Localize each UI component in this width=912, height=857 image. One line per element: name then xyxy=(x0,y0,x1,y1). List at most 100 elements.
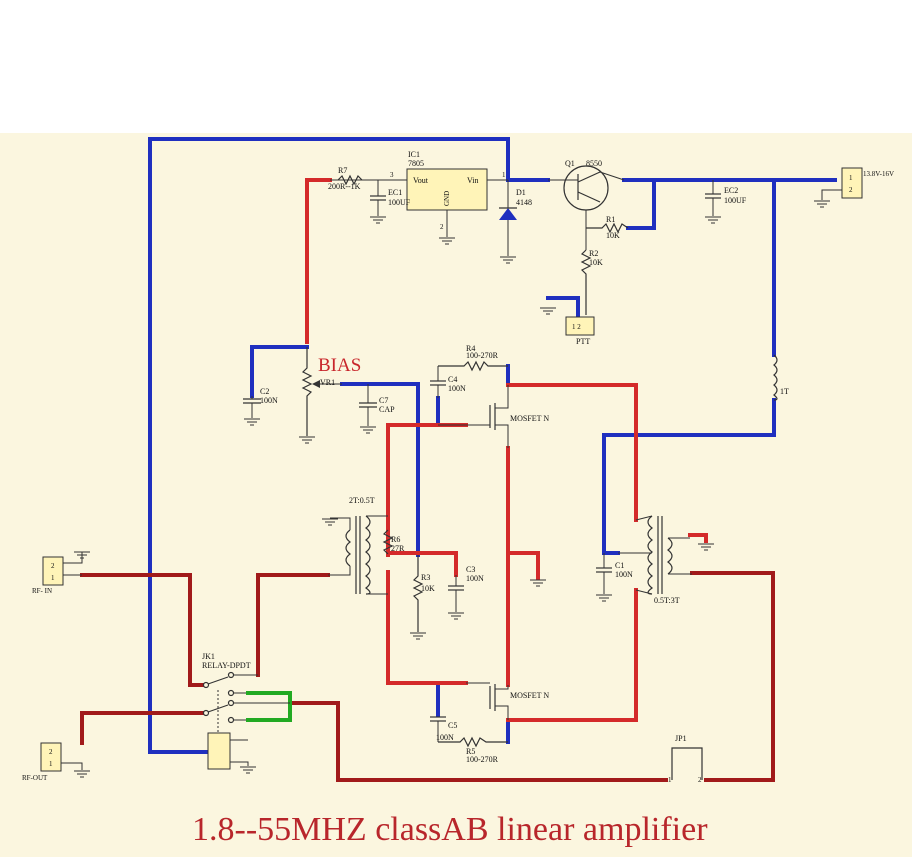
svg-text:CAP: CAP xyxy=(379,405,395,414)
c2-capacitor: C2 100N xyxy=(243,387,278,426)
svg-text:100-270R: 100-270R xyxy=(466,755,499,764)
r4-resistor: R4 100-270R xyxy=(438,344,508,372)
rf-out-connector[interactable]: 2 1 RF-OUT xyxy=(22,742,91,782)
svg-text:27R: 27R xyxy=(391,544,405,553)
svg-text:1: 1 xyxy=(502,171,506,179)
jk1-relay: JK1 RELAY-DPDT xyxy=(202,652,290,774)
svg-text:1 2: 1 2 xyxy=(572,323,581,331)
r6-resistor: R6 27R xyxy=(382,529,405,555)
svg-text:100N: 100N xyxy=(448,384,466,393)
vr1-potentiometer: VR1 xyxy=(298,347,342,444)
diagram-title: 1.8--55MHZ classAB linear amplifier xyxy=(192,811,708,848)
svg-text:100N: 100N xyxy=(615,570,633,579)
ic1-regulator: IC1 7805 Vout Vin GND 3 1 2 xyxy=(330,150,508,245)
svg-text:JK1: JK1 xyxy=(202,652,215,661)
t2-transformer: 0.5T:3T xyxy=(618,515,715,605)
svg-text:C5: C5 xyxy=(448,721,457,730)
svg-text:Vin: Vin xyxy=(467,176,479,185)
svg-text:200R--1K: 200R--1K xyxy=(328,182,361,191)
c3-capacitor: C3 100N xyxy=(447,565,484,620)
svg-text:R7: R7 xyxy=(338,166,347,175)
svg-text:10K: 10K xyxy=(421,584,435,593)
svg-text:VR1: VR1 xyxy=(320,378,335,387)
d1-diode: D1 4148 xyxy=(499,180,532,264)
t1-transformer: 2T:0.5T xyxy=(321,496,388,595)
wires-darkred xyxy=(80,571,775,782)
svg-text:R3: R3 xyxy=(421,573,430,582)
svg-text:0.5T:3T: 0.5T:3T xyxy=(654,596,680,605)
r5-resistor: R5 100-270R xyxy=(438,736,508,764)
mosfet-1: MOSFET N xyxy=(438,385,549,448)
c7-capacitor: C7 CAP xyxy=(359,384,395,434)
q1-transistor: Q1 8550 xyxy=(548,159,625,250)
mosfet-2: MOSFET N xyxy=(466,682,549,720)
ec2-capacitor: EC2 100UF xyxy=(704,180,747,224)
r7-resistor: R7 200R--1K xyxy=(328,166,363,191)
ec1-capacitor: EC1 100UF xyxy=(369,180,411,224)
svg-text:EC2: EC2 xyxy=(724,186,738,195)
svg-text:C7: C7 xyxy=(379,396,388,405)
svg-text:RF- IN: RF- IN xyxy=(32,587,52,595)
r1-resistor: R1 10K xyxy=(586,215,629,240)
svg-text:2: 2 xyxy=(49,748,53,756)
wires-green xyxy=(246,691,292,722)
r2-resistor: R2 10K xyxy=(580,249,603,315)
svg-text:100N: 100N xyxy=(260,396,278,405)
rf-in-connector[interactable]: 2 1 RF- IN xyxy=(32,551,91,595)
svg-text:RF-OUT: RF-OUT xyxy=(22,774,48,782)
svg-text:7805: 7805 xyxy=(408,159,424,168)
svg-text:1T: 1T xyxy=(780,387,789,396)
svg-text:EC1: EC1 xyxy=(388,188,402,197)
jp1-jumper[interactable]: JP1 1 2 xyxy=(668,734,703,784)
svg-text:C4: C4 xyxy=(448,375,457,384)
svg-text:C3: C3 xyxy=(466,565,475,574)
svg-text:C1: C1 xyxy=(615,561,624,570)
svg-text:1: 1 xyxy=(668,776,672,784)
svg-text:PTT: PTT xyxy=(576,337,590,346)
l1t-inductor: 1T xyxy=(773,354,789,401)
svg-text:1: 1 xyxy=(51,574,55,582)
ptt-connector[interactable]: 1 2 PTT xyxy=(539,307,595,346)
svg-text:Vout: Vout xyxy=(413,176,429,185)
svg-text:1: 1 xyxy=(849,174,853,182)
svg-text:C2: C2 xyxy=(260,387,269,396)
svg-text:10K: 10K xyxy=(606,231,620,240)
c4-capacitor: C4 100N xyxy=(430,366,466,398)
svg-text:R2: R2 xyxy=(589,249,598,258)
svg-text:100UF: 100UF xyxy=(388,198,411,207)
svg-text:8550: 8550 xyxy=(586,159,602,168)
svg-text:R1: R1 xyxy=(606,215,615,224)
power-connector[interactable]: 1 2 13.8V-16V xyxy=(813,167,894,208)
svg-text:10K: 10K xyxy=(589,258,603,267)
svg-text:13.8V-16V: 13.8V-16V xyxy=(863,170,894,178)
wires-red xyxy=(305,178,708,722)
svg-text:2: 2 xyxy=(440,223,444,231)
svg-text:2: 2 xyxy=(698,776,702,784)
ground-symbol xyxy=(529,579,547,587)
svg-text:D1: D1 xyxy=(516,188,526,197)
svg-text:100-270R: 100-270R xyxy=(466,351,499,360)
svg-text:MOSFET N: MOSFET N xyxy=(510,414,549,423)
svg-text:1: 1 xyxy=(49,760,53,768)
svg-text:100UF: 100UF xyxy=(724,196,747,205)
svg-text:2: 2 xyxy=(849,186,853,194)
svg-text:RELAY-DPDT: RELAY-DPDT xyxy=(202,661,251,670)
svg-text:4148: 4148 xyxy=(516,198,532,207)
wires-blue xyxy=(148,137,837,754)
svg-text:R4: R4 xyxy=(466,344,475,353)
svg-text:MOSFET N: MOSFET N xyxy=(510,691,549,700)
svg-text:Q1: Q1 xyxy=(565,159,575,168)
svg-text:2: 2 xyxy=(51,562,55,570)
c5-capacitor: C5 100N xyxy=(430,716,457,742)
svg-text:2T:0.5T: 2T:0.5T xyxy=(349,496,375,505)
svg-text:IC1: IC1 xyxy=(408,150,420,159)
svg-text:JP1: JP1 xyxy=(675,734,687,743)
r3-resistor: R3 10K xyxy=(409,555,435,640)
svg-text:R5: R5 xyxy=(466,747,475,756)
svg-text:R6: R6 xyxy=(391,535,400,544)
svg-text:100N: 100N xyxy=(466,574,484,583)
c1-capacitor: C1 100N xyxy=(595,553,633,602)
svg-text:3: 3 xyxy=(390,171,394,179)
svg-text:GND: GND xyxy=(443,191,451,206)
